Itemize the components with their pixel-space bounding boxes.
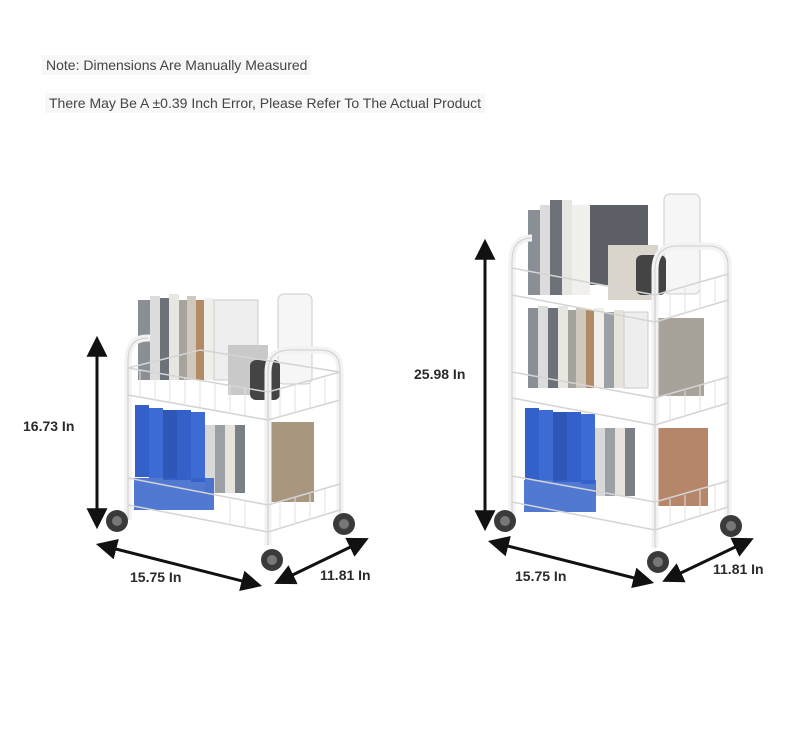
large-width-label: 15.75 In [515, 568, 567, 584]
wheels-icon [106, 510, 355, 571]
width-arrow-large [487, 535, 655, 589]
large-depth-label: 11.81 In [713, 561, 764, 577]
small-height-label: 16.73 In [23, 418, 75, 434]
binders-icon [134, 405, 314, 510]
cart-large [474, 193, 754, 589]
large-height-label: 25.98 In [414, 366, 466, 382]
width-arrow-small [95, 538, 263, 592]
binders-icon-large [524, 408, 708, 512]
note-line-2: There May Be A ±0.39 Inch Error, Please … [45, 93, 486, 113]
cart-small [86, 293, 369, 592]
small-width-label: 15.75 In [130, 569, 182, 585]
depth-arrow-small [274, 537, 369, 585]
top-shelf-books-icon [138, 293, 313, 400]
small-depth-label: 11.81 In [320, 567, 371, 583]
note-line-1: Note: Dimensions Are Manually Measured [42, 55, 312, 75]
middle-shelf-books-icon [528, 306, 704, 396]
depth-arrow-large [662, 537, 754, 583]
wheels-icon-large [494, 510, 742, 573]
